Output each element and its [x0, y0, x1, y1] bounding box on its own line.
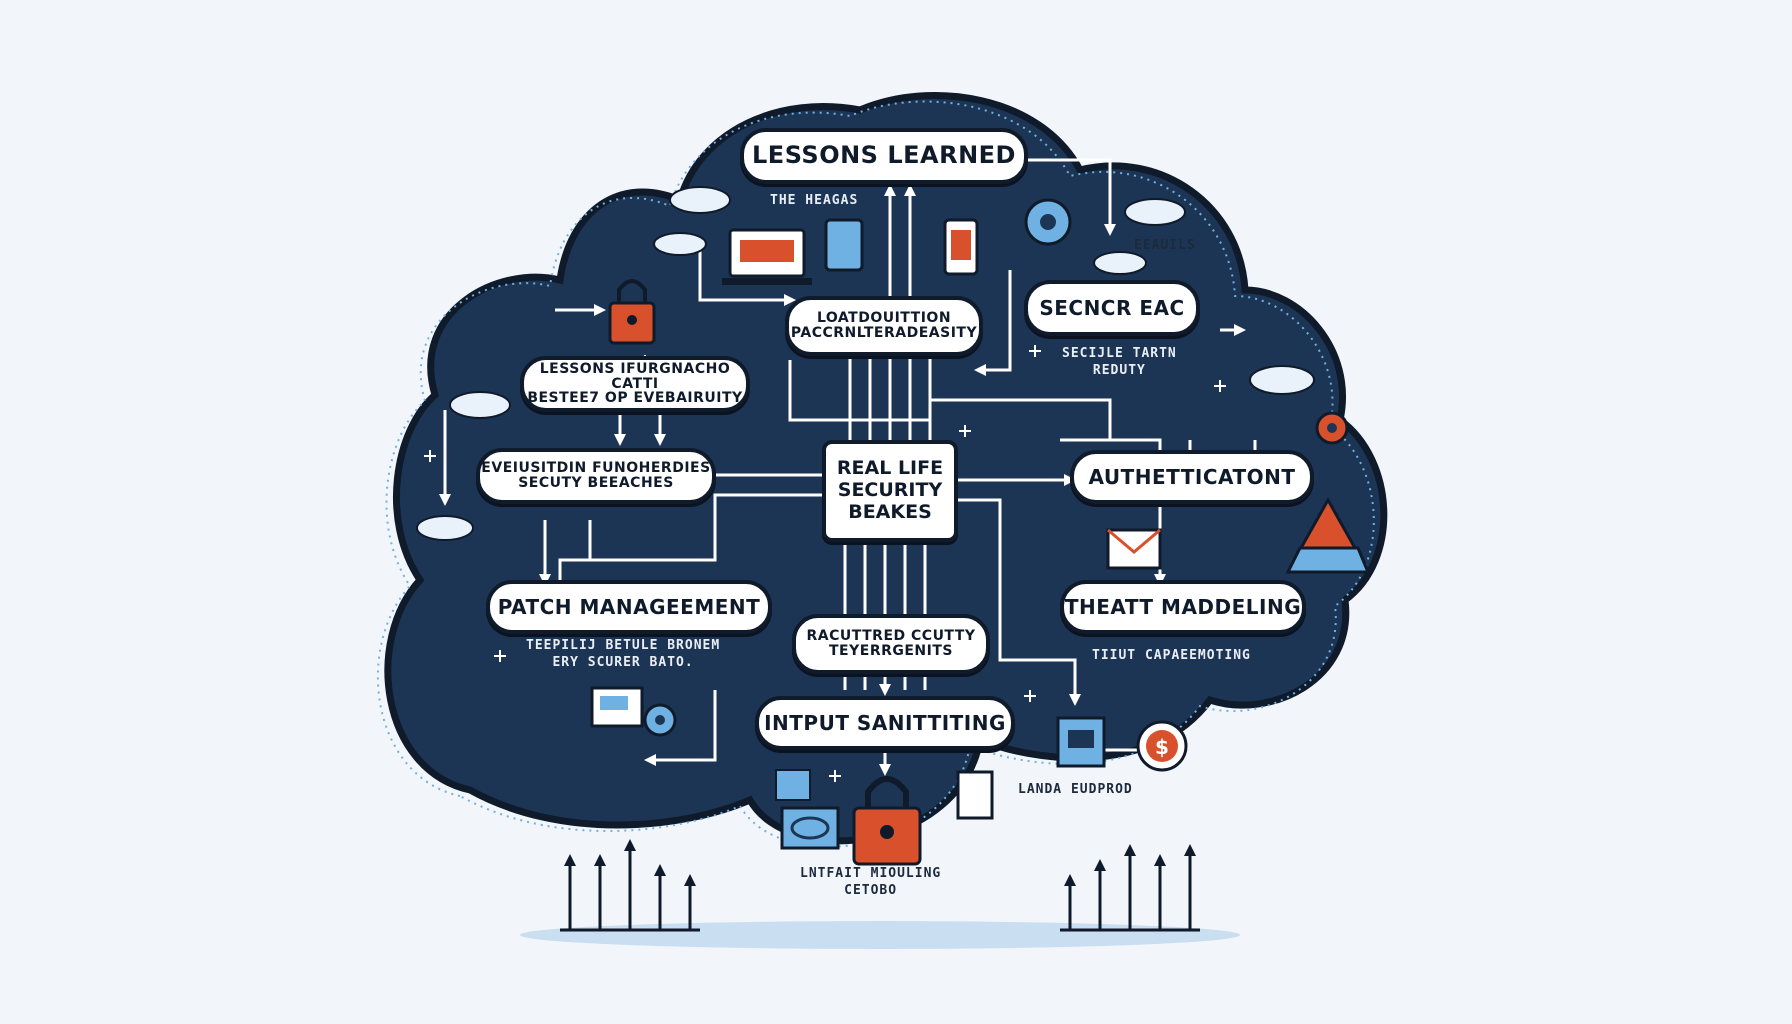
lock-icon-red-top — [608, 279, 656, 345]
authentication-label: AUTHETTICATONT — [1088, 464, 1296, 489]
lock-icon-red-bottom — [852, 776, 922, 866]
ground-arrows — [560, 839, 1200, 932]
patch-management-label: PATCH MANAGEEMENT — [497, 594, 761, 619]
caption-secure-line2: REDUTY — [1092, 362, 1146, 378]
lessons-learned-label: LESSONS LEARNED — [752, 141, 1016, 170]
tablet-icon — [824, 218, 864, 272]
gear-icon-blue — [1024, 198, 1072, 246]
racutt-line2: TEYERRGENITS — [829, 643, 953, 659]
load-node: LOATDOUITTION PACCRNLTERADEASITY — [785, 296, 983, 356]
caption-lntfait-line2: CETOBO — [844, 882, 898, 898]
svg-text:$: $ — [1155, 735, 1169, 759]
connector — [644, 690, 717, 766]
center-line2: SECURITY — [837, 479, 943, 502]
load-line1: LOATDOUITTION — [816, 310, 952, 327]
sparkle-icon — [959, 425, 971, 437]
lessons-small-line1: LESSONS IFURGNACHO CATTI — [539, 360, 731, 392]
lessons-learned-node: LESSONS LEARNED — [740, 128, 1028, 184]
patch-management-node: PATCH MANAGEEMENT — [486, 580, 772, 634]
input-sanitizing-label: INTPUT SANITTITING — [764, 710, 1006, 735]
lessons-small-line2: BESTEE7 OP EVEBAIRUITY — [527, 390, 743, 407]
sparkle-icon — [1214, 380, 1226, 392]
caption-secure-line1: SECIJLE TARTN — [1062, 346, 1177, 361]
sparkle-icon — [829, 770, 841, 782]
secncr-label: SECNCR EAC — [1039, 295, 1185, 320]
racutt-line1: RACUTTRED CCUTTY — [806, 628, 976, 645]
sparkle-icon — [1029, 345, 1041, 357]
caption-secure: SECIJLE TARTN REDUTY — [1062, 346, 1177, 380]
connector — [788, 360, 1112, 440]
caption-landa: LANDA EUDPROD — [1018, 782, 1133, 797]
connector — [1010, 158, 1116, 236]
authentication-node: AUTHETTICATONT — [1070, 450, 1314, 504]
connector — [588, 520, 640, 562]
everything-line1: EVEIUSITDIN FUNOHERDIES — [481, 460, 711, 477]
caption-teepilj-line1: TEEPILIJ BETULE BRONEM — [526, 638, 721, 653]
connector — [558, 493, 825, 590]
fingerprint-icon — [775, 769, 840, 850]
everything-node: EVEIUSITDIN FUNOHERDIES SECUTY BEEACHES — [476, 448, 716, 504]
center-line1: REAL LIFE — [836, 457, 944, 480]
sparkle-icon — [1024, 690, 1036, 702]
caption-tiiut: TIIUT CAPAEEMOTING — [1092, 648, 1251, 663]
sparkle-icon — [424, 450, 436, 462]
caption-eeauils: EEAUILS — [1134, 238, 1196, 253]
load-line2: PACCRNLTERADEASITY — [790, 325, 978, 341]
connector — [950, 498, 1081, 706]
caption-lntfait-line1: LNTFAIT MIOULING — [800, 866, 942, 881]
everything-line2: SECUTY BEEACHES — [518, 475, 674, 491]
laptop-icon — [722, 228, 812, 285]
secncr-node: SECNCR EAC — [1024, 280, 1200, 336]
lessons-small-node: LESSONS IFURGNACHO CATTI BESTEE7 OP EVEB… — [520, 356, 750, 412]
dollar-coin-icon: $ — [1136, 720, 1188, 772]
ground-shadow — [520, 921, 1240, 949]
gear-icon-blue-bottom — [643, 703, 677, 737]
threat-modeling-node: THEATT MADDELING — [1060, 580, 1306, 634]
threat-modeling-label: THEATT MADDELING — [1064, 594, 1302, 619]
center-line3: BEAKES — [848, 500, 932, 523]
document-icon — [590, 686, 1106, 820]
racutt-node: RACUTTRED CCUTTY TEYERRGENITS — [792, 614, 990, 674]
sparkle-icon — [494, 650, 506, 662]
cloud-icon-small — [416, 186, 1315, 541]
caption-teepilj: TEEPILIJ BETULE BRONEM ERY SCURER BATO. — [526, 638, 720, 672]
warning-triangle-icon — [1285, 496, 1371, 574]
input-sanitizing-node: INTPUT SANITTITING — [755, 696, 1015, 750]
caption-the-heagas: THE HEAGAS — [770, 193, 859, 208]
gear-icon-orange — [1315, 411, 1349, 445]
connector — [698, 245, 796, 306]
mail-icon — [1106, 528, 1162, 570]
phone-icon — [943, 218, 979, 276]
caption-teepilj-line2: ERY SCURER BATO. — [552, 654, 694, 670]
connector — [974, 270, 1012, 376]
caption-lntfait: LNTFAIT MIOULING CETOBO — [800, 866, 941, 900]
center-node: REAL LIFE SECURITY BEAKES — [822, 440, 958, 542]
